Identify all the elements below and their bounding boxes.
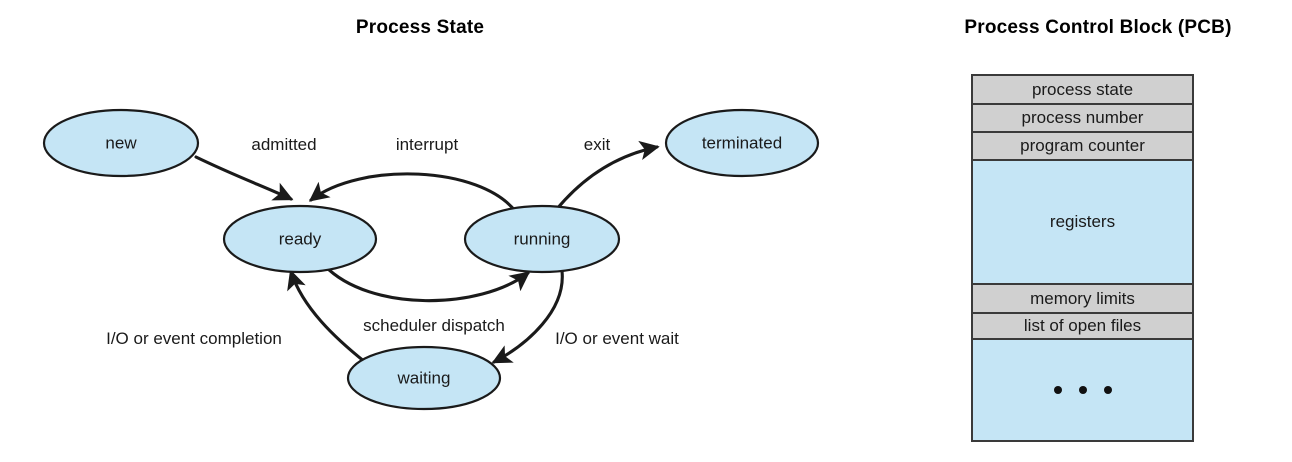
node-running-label: running xyxy=(514,230,571,249)
edge-label-io-or-event-wait: I/O or event wait xyxy=(555,329,679,348)
edge-label-scheduler-dispatch: scheduler dispatch xyxy=(363,316,505,335)
pcb-row-registers: registers xyxy=(973,161,1192,285)
node-ready-label: ready xyxy=(279,230,322,249)
pcb-row-process-number: process number xyxy=(973,105,1192,133)
node-waiting-label: waiting xyxy=(397,369,451,388)
page-title-pcb: Process Control Block (PCB) xyxy=(964,17,1232,38)
node-terminated-label: terminated xyxy=(702,134,782,153)
page-title-process-state: Process State xyxy=(355,17,485,38)
pcb-row-list-of-open-files: list of open files xyxy=(973,314,1192,340)
edge-running-to-terminated xyxy=(554,140,660,212)
pcb-row-ellipsis xyxy=(973,340,1192,440)
node-terminated-shape xyxy=(664,108,820,178)
edge-label-io-or-event-completion: I/O or event completion xyxy=(106,329,282,348)
pcb-row-label: registers xyxy=(1049,212,1116,231)
edge-new-to-ready xyxy=(194,155,294,201)
pcb-row-label: process number xyxy=(1021,108,1144,127)
dot-icon xyxy=(1078,386,1087,394)
pcb-row-label: program counter xyxy=(1020,136,1145,155)
pcb-row-label: memory limits xyxy=(1030,288,1135,308)
edge-running-to-ready xyxy=(308,172,518,214)
edge-label-admitted: admitted xyxy=(251,135,316,154)
pcb-row-label: list of open files xyxy=(1023,316,1142,335)
node-new[interactable]: new xyxy=(42,108,200,178)
node-running-shape xyxy=(463,204,621,274)
node-waiting-shape xyxy=(346,345,502,411)
pcb-row-memory-limits: memory limits xyxy=(973,285,1192,314)
edge-running-to-waiting xyxy=(491,269,564,364)
edge-labels-group: admitted interrupt exit scheduler dispat… xyxy=(106,135,679,348)
node-ready-shape xyxy=(222,204,378,274)
process-state-diagram: new ready running terminated waiting adm… xyxy=(42,108,820,411)
ellipsis-icon xyxy=(1053,386,1112,394)
node-terminated[interactable]: terminated xyxy=(664,108,820,178)
node-running[interactable]: running xyxy=(463,204,621,274)
node-new-label: new xyxy=(105,134,137,153)
pcb-row-label: process state xyxy=(1031,79,1134,99)
dot-icon xyxy=(1103,386,1112,394)
edge-waiting-to-ready xyxy=(287,269,367,364)
pcb-row-process-state: process state xyxy=(973,76,1192,105)
pcb-row-program-counter: program counter xyxy=(973,133,1192,161)
pcb-table: process state process number program cou… xyxy=(971,74,1194,442)
edge-label-exit: exit xyxy=(584,135,611,154)
node-new-shape xyxy=(42,108,200,178)
edge-ready-to-running xyxy=(323,264,531,303)
dot-icon xyxy=(1053,386,1062,394)
node-waiting[interactable]: waiting xyxy=(346,345,502,411)
node-ready[interactable]: ready xyxy=(222,204,378,274)
edges-group xyxy=(194,140,660,364)
edge-label-interrupt: interrupt xyxy=(396,135,459,154)
